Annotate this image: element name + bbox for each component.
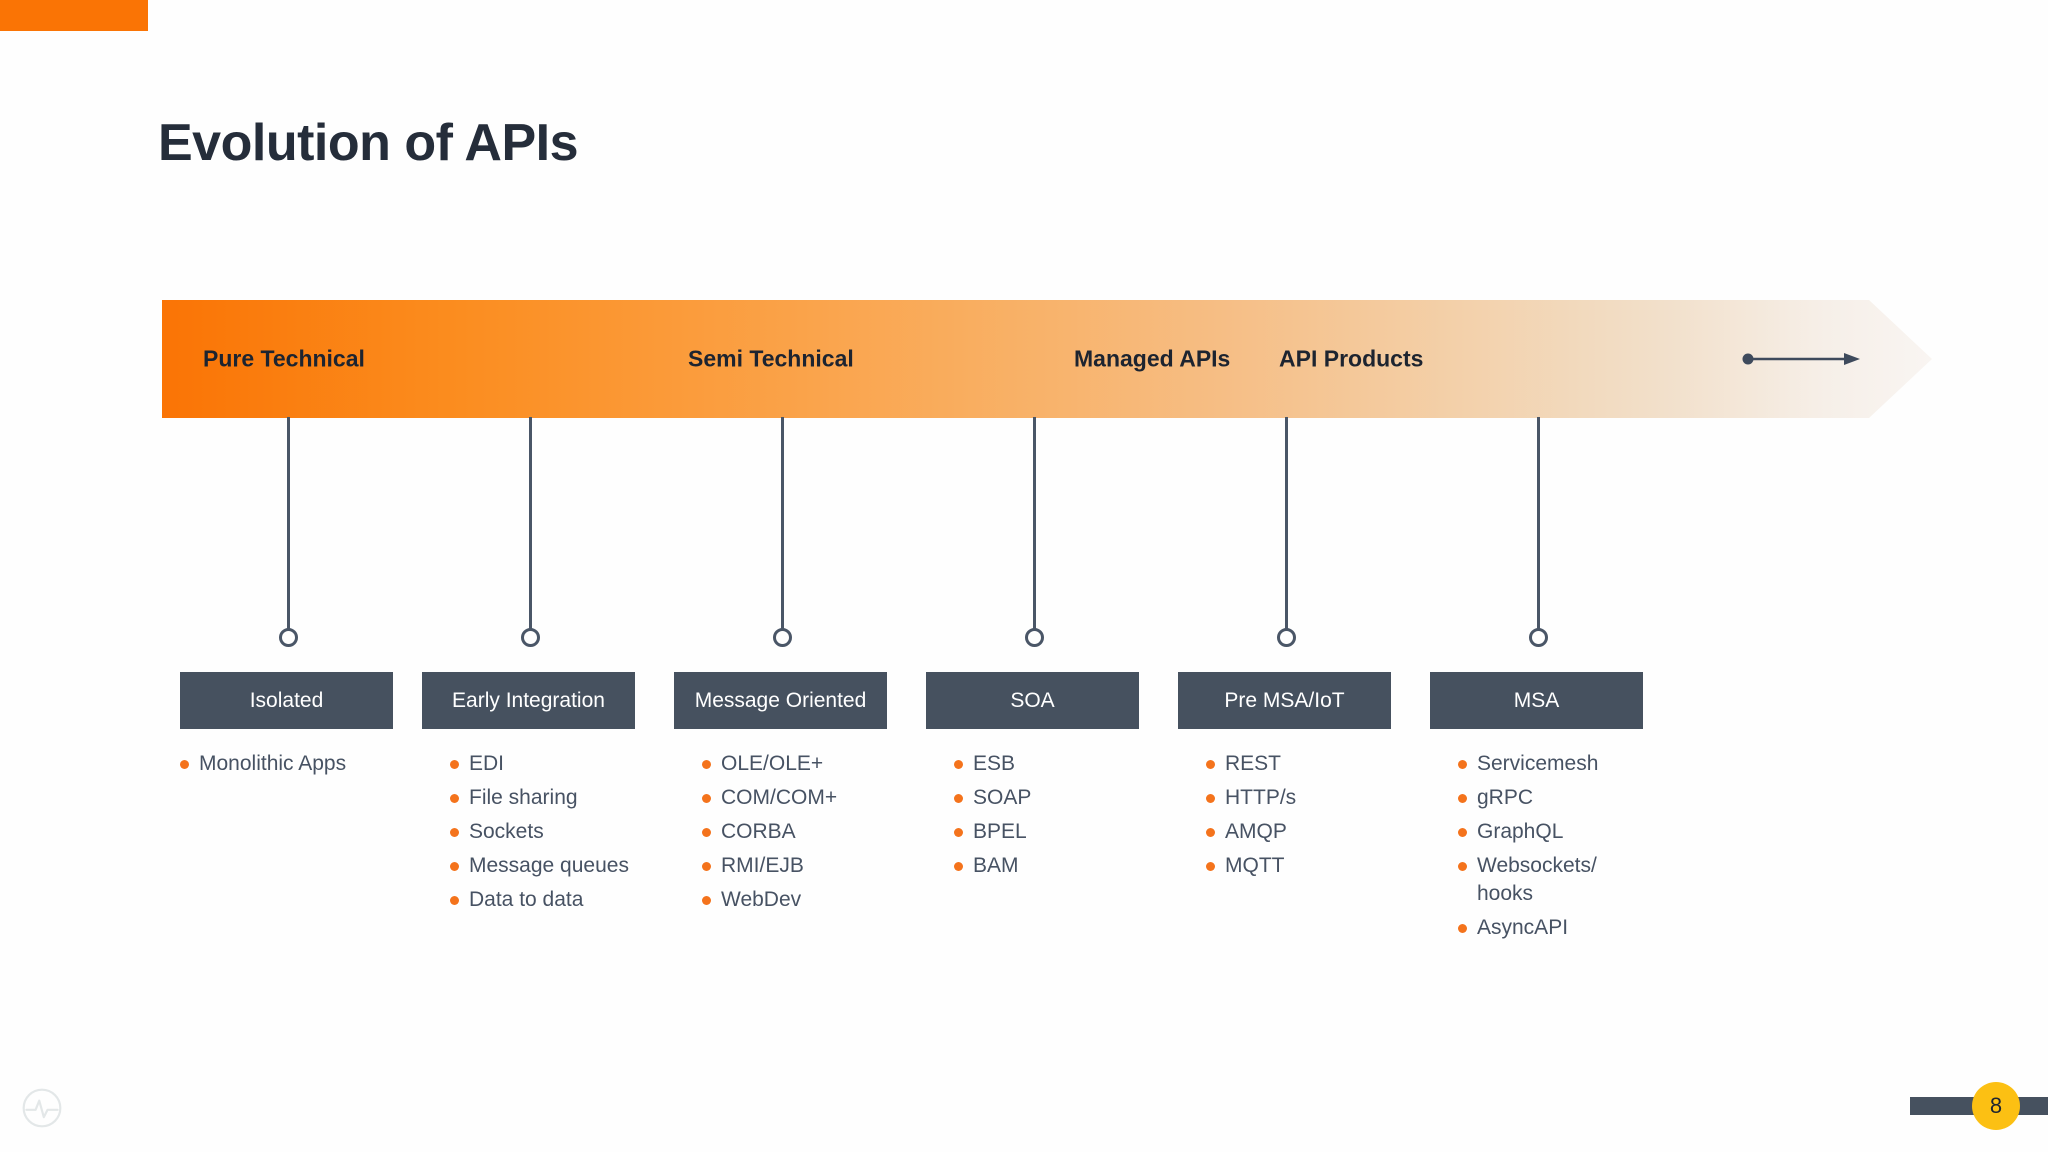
page-number-badge: 8 <box>1972 1082 2020 1130</box>
stage-items-isolated: Monolithic Apps <box>178 750 393 778</box>
connector-dot-message-oriented <box>773 628 792 647</box>
connector-line-message-oriented <box>781 417 784 634</box>
list-item: Websockets/ hooks <box>1456 852 1643 908</box>
connector-dot-isolated <box>279 628 298 647</box>
connector-line-isolated <box>287 417 290 634</box>
connector-line-early-integration <box>529 417 532 634</box>
connector-line-soa <box>1033 417 1036 634</box>
list-item: AsyncAPI <box>1456 914 1643 942</box>
stage-column-msa: MSA Servicemesh gRPC GraphQL Websockets/ hoo… <box>1430 672 1643 948</box>
stage-title-isolated[interactable]: Isolated <box>180 672 393 729</box>
list-item: ESB <box>952 750 1139 778</box>
banner-label-2: Managed APIs <box>1074 345 1231 372</box>
stage-title-pre-msa-iot[interactable]: Pre MSA/IoT <box>1178 672 1391 729</box>
list-item: RMI/EJB <box>700 852 887 880</box>
stage-title-message-oriented[interactable]: Message Oriented <box>674 672 887 729</box>
connector-dot-pre-msa-iot <box>1277 628 1296 647</box>
stage-title-msa[interactable]: MSA <box>1430 672 1643 729</box>
list-item: BAM <box>952 852 1139 880</box>
list-item: AMQP <box>1204 818 1391 846</box>
list-item: OLE/OLE+ <box>700 750 887 778</box>
list-item: WebDev <box>700 886 887 914</box>
stage-title-soa[interactable]: SOA <box>926 672 1139 729</box>
connector-dot-soa <box>1025 628 1044 647</box>
connector-line-msa <box>1537 417 1540 634</box>
list-item: COM/COM+ <box>700 784 887 812</box>
right-arrow-icon <box>1742 353 1860 365</box>
list-item: EDI <box>448 750 635 778</box>
list-item: REST <box>1204 750 1391 778</box>
list-item: SOAP <box>952 784 1139 812</box>
list-item: Monolithic Apps <box>178 750 393 778</box>
list-item: gRPC <box>1456 784 1643 812</box>
corner-accent-bar <box>0 0 148 31</box>
list-item: CORBA <box>700 818 887 846</box>
list-item: File sharing <box>448 784 635 812</box>
banner-gradient-shape <box>162 300 1932 418</box>
list-item: MQTT <box>1204 852 1391 880</box>
banner-label-3: API Products <box>1279 345 1424 372</box>
stage-items-soa: ESB SOAP BPEL BAM <box>952 750 1139 880</box>
stage-column-soa: SOA ESB SOAP BPEL BAM <box>926 672 1139 886</box>
page-title: Evolution of APIs <box>158 114 579 172</box>
banner-label-1: Semi Technical <box>688 345 854 372</box>
evolution-banner: Pure Technical Semi Technical Managed APIs… <box>162 300 1932 418</box>
list-item: Message queues <box>448 852 635 880</box>
stage-title-early-integration[interactable]: Early Integration <box>422 672 635 729</box>
stage-items-message-oriented: OLE/OLE+ COM/COM+ CORBA RMI/EJB WebDev <box>700 750 887 914</box>
list-item: Data to data <box>448 886 635 914</box>
list-item: Servicemesh <box>1456 750 1643 778</box>
list-item: GraphQL <box>1456 818 1643 846</box>
connector-line-pre-msa-iot <box>1285 417 1288 634</box>
connector-dot-early-integration <box>521 628 540 647</box>
banner-label-0: Pure Technical <box>203 345 365 372</box>
connector-dot-msa <box>1529 628 1548 647</box>
list-item: Sockets <box>448 818 635 846</box>
list-item: HTTP/s <box>1204 784 1391 812</box>
list-item: BPEL <box>952 818 1139 846</box>
pulse-circle-logo-icon <box>22 1088 62 1128</box>
